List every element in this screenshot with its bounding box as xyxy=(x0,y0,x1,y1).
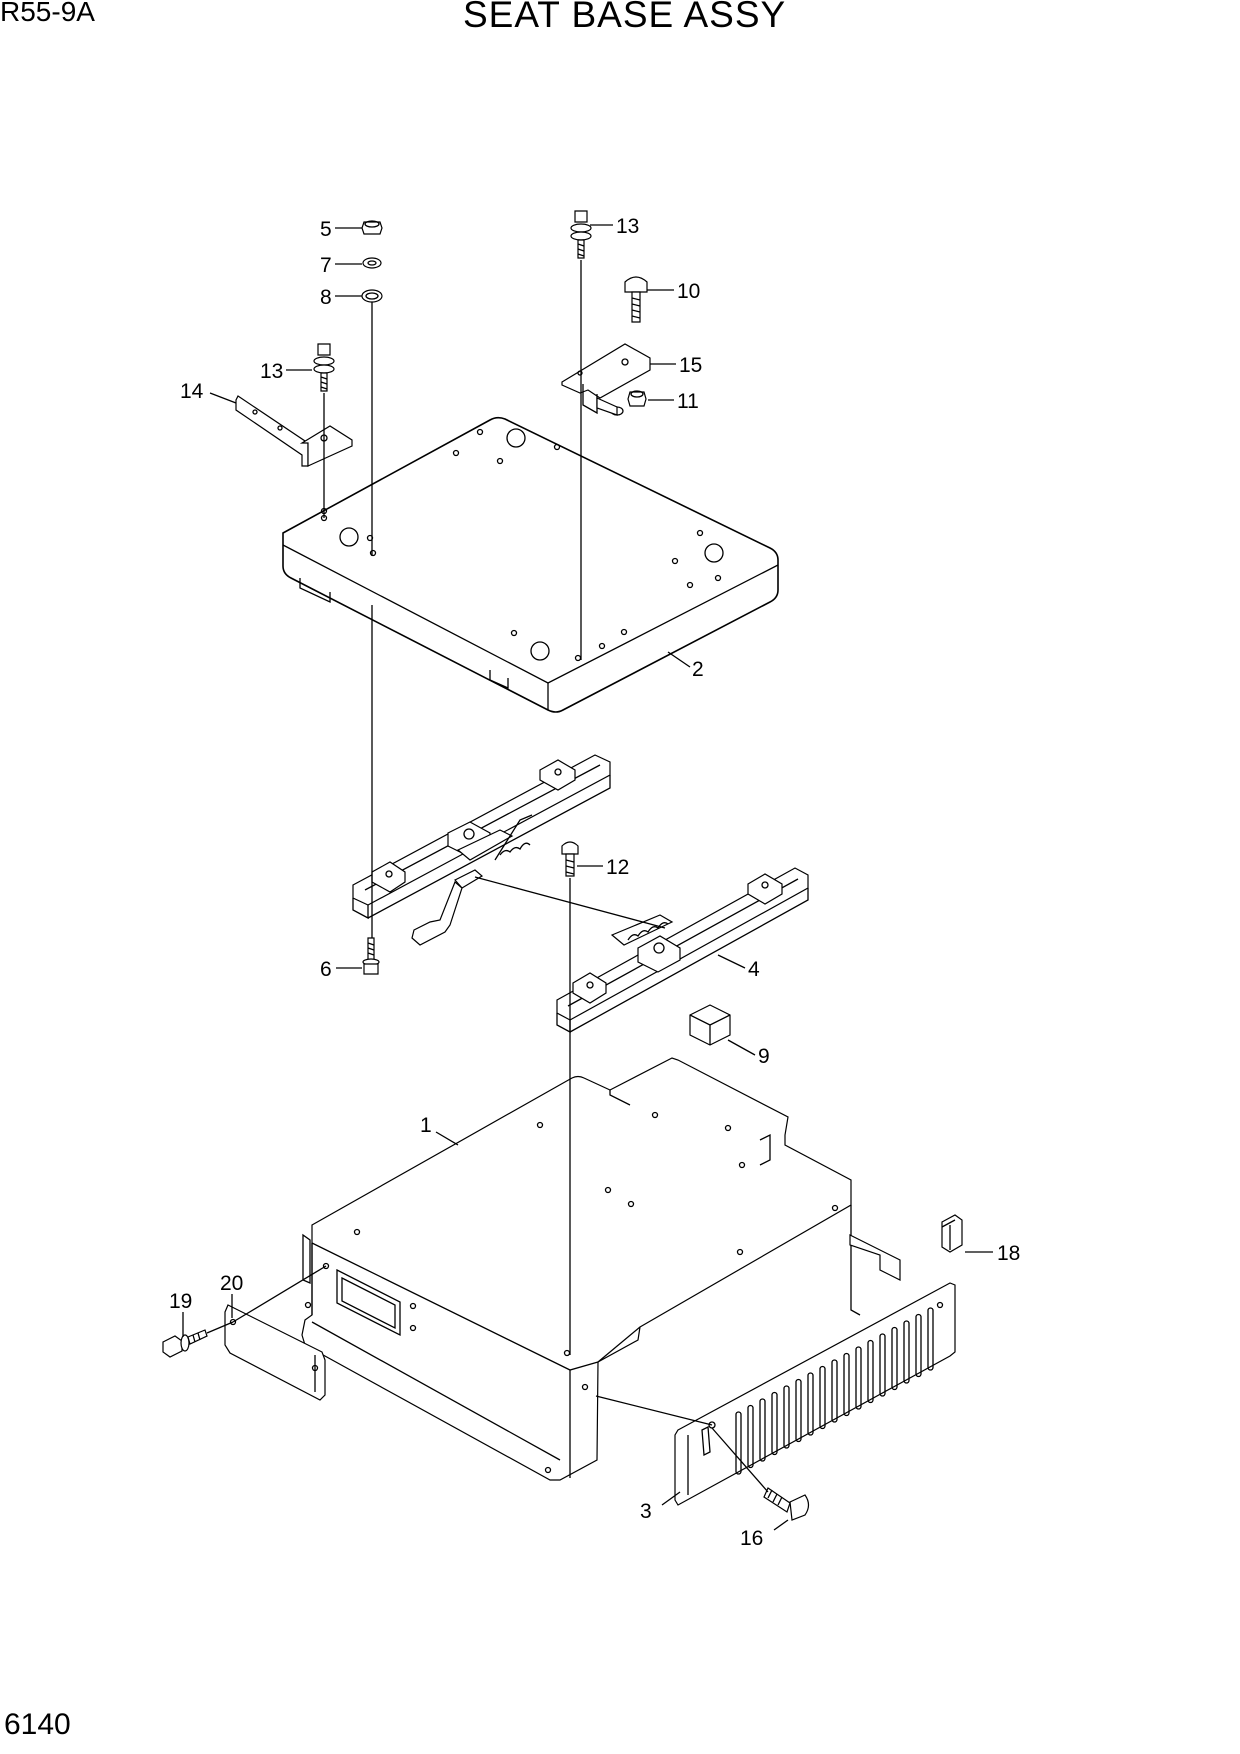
page-number: 6140 xyxy=(4,1708,71,1741)
washer-part-7 xyxy=(362,257,382,269)
grille-slot xyxy=(891,1326,898,1391)
bolt-part-16 xyxy=(763,1487,810,1521)
clip-part-9 xyxy=(689,1004,731,1046)
grille-slot xyxy=(759,1398,766,1462)
grille-slot xyxy=(783,1385,790,1449)
callout-13-right: 13 xyxy=(616,215,639,238)
grille-slot xyxy=(855,1346,862,1410)
grille-slot xyxy=(819,1365,826,1430)
callout-2: 2 xyxy=(692,658,704,681)
callout-6: 6 xyxy=(320,958,332,981)
grille-slot xyxy=(831,1359,838,1423)
bracket-part-14 xyxy=(235,395,353,467)
callout-11: 11 xyxy=(677,390,699,413)
callout-16: 16 xyxy=(740,1527,763,1550)
callout-labels: 5 7 8 13 10 13 15 14 11 2 12 6 4 9 1 18 … xyxy=(169,215,1020,1550)
grille-panel-part-3 xyxy=(674,1282,956,1506)
callout-1: 1 xyxy=(420,1114,432,1137)
callout-10: 10 xyxy=(677,280,700,303)
callout-3: 3 xyxy=(640,1500,652,1523)
nut-part-11 xyxy=(627,390,647,407)
bolt-part-12 xyxy=(561,841,579,877)
grille-slot xyxy=(927,1307,934,1371)
callout-5: 5 xyxy=(320,218,332,241)
callout-14: 14 xyxy=(180,380,204,403)
bolt-part-13-left xyxy=(313,343,335,392)
callout-19: 19 xyxy=(169,1290,192,1313)
grille-slot xyxy=(807,1372,814,1436)
seat-rail-part-4-left xyxy=(352,754,611,946)
callout-12: 12 xyxy=(606,856,629,879)
callout-15: 15 xyxy=(679,354,702,377)
grille-slot xyxy=(915,1313,922,1378)
base-frame-part-1 xyxy=(301,1057,901,1481)
callout-18: 18 xyxy=(997,1242,1020,1265)
grommet-part-18 xyxy=(941,1214,963,1253)
model-code: R55-9A xyxy=(0,0,95,27)
grille-slot xyxy=(735,1411,742,1475)
grille-slot xyxy=(879,1333,886,1397)
grille-slot xyxy=(843,1352,850,1417)
washer-part-8 xyxy=(361,289,383,303)
leader-lines xyxy=(182,224,993,1531)
side-plate-part-20 xyxy=(224,1304,326,1401)
grille-slot xyxy=(747,1404,754,1469)
grille-slot xyxy=(903,1320,910,1384)
bolt-part-19 xyxy=(162,1329,208,1358)
callout-4: 4 xyxy=(748,958,760,981)
diagram-title: SEAT BASE ASSY xyxy=(463,0,787,35)
nut-part-5 xyxy=(361,220,383,235)
seat-rail-part-4-right xyxy=(556,867,809,1034)
assembly-lines xyxy=(206,260,769,1493)
grille-slot xyxy=(795,1378,802,1443)
grille-slot xyxy=(771,1391,778,1456)
callout-20: 20 xyxy=(220,1272,243,1295)
seat-plate-part-2 xyxy=(282,416,779,713)
bracket-part-15 xyxy=(561,343,651,416)
bolt-part-10 xyxy=(624,276,648,323)
callout-9: 9 xyxy=(758,1045,770,1068)
callout-7: 7 xyxy=(320,254,332,277)
grille-slot xyxy=(867,1339,874,1404)
bolt-part-13-right xyxy=(570,210,592,259)
callout-13-left: 13 xyxy=(260,360,283,383)
callout-8: 8 xyxy=(320,286,332,309)
bolt-part-6 xyxy=(362,937,380,975)
